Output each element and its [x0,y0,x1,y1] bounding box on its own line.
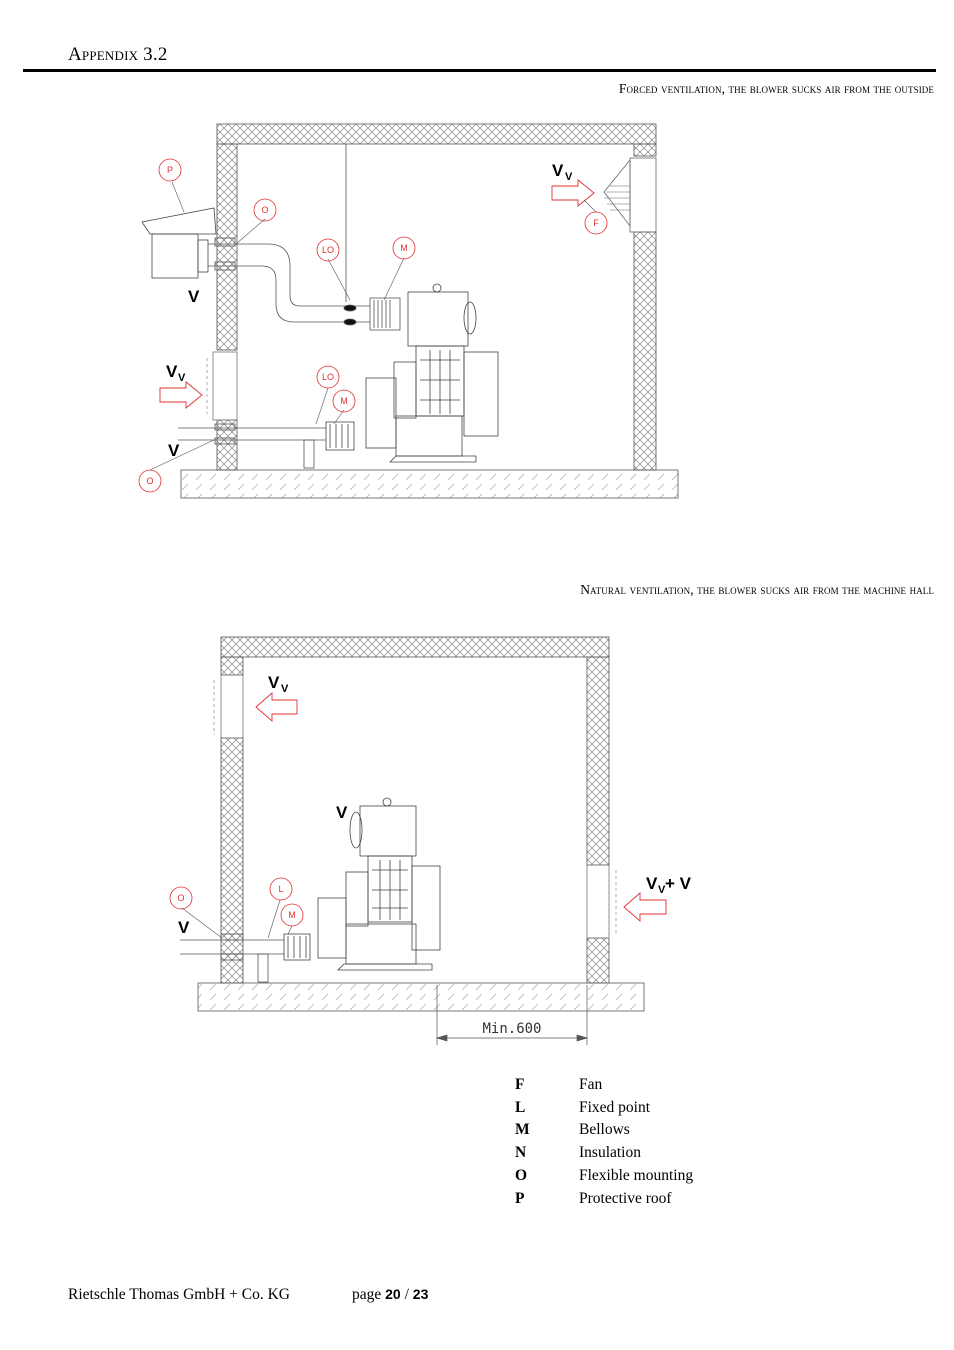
legend-value: Insulation [579,1144,641,1162]
legend-key: P [515,1189,525,1207]
label-vv-top-sub: V [565,171,573,183]
label-vv-top: V [268,673,280,692]
header-rule [23,69,936,72]
legend-row: M Bellows [515,1119,693,1142]
page-current: 20 [385,1286,401,1302]
intake-pipe [208,144,401,331]
figure1-caption: Forced ventilation, the blower sucks air… [618,81,934,96]
tag-m: M [288,910,296,920]
building-walls [180,123,679,499]
legend-row: F Fan [515,1074,693,1097]
figure2-caption: Natural ventilation, the blower sucks ai… [580,582,934,597]
legend-row: L Fixed point [515,1097,693,1120]
leader-lines [149,181,597,471]
dimension-label: Min.600 [482,1021,541,1037]
label-vv-left: V [166,362,178,381]
label-vv-right: V [646,874,658,893]
label-v-mid: V [336,803,348,822]
legend-key: M [515,1121,530,1139]
tag-lo-bottom: LO [322,372,334,382]
label-v-bottom: V [168,441,180,460]
legend-value: Protective roof [579,1189,672,1207]
legend-key: O [515,1166,528,1184]
tag-circles [138,158,608,493]
legend-key: F [515,1076,525,1093]
footer-company: Rietschle Thomas GmbH + Co. KG [68,1286,290,1303]
label-vv-right-sub: V [658,884,666,896]
label-v-left: V [178,918,190,937]
label-vv-right-plus: + V [665,874,692,893]
page-separator: / [400,1286,413,1303]
legend: F Fan L Fixed point M Bellows N Insulation O… [515,1074,693,1210]
fan-unit [603,157,657,233]
legend-value: Fan [579,1076,603,1093]
legend-row: N Insulation [515,1142,693,1165]
dimension-line [435,985,589,1045]
label-vv-top: V [552,161,564,180]
leader-lines [181,899,293,939]
tag-l: L [278,884,283,894]
label-vv-left-sub: V [178,372,186,384]
legend-value: Flexible mounting [579,1166,694,1184]
figure1-drawing: P O LO M F LO M O V V V V V V [138,123,679,499]
label-vv-top-sub: V [281,683,289,695]
figure2-drawing: Min.600 O L M V V V V V + V V [169,636,692,1045]
legend-key: L [515,1098,526,1116]
outlet-pipe [178,423,326,469]
tag-o-bottom: O [146,476,153,486]
blower-unit [283,855,441,971]
blower-unit [325,345,499,463]
page-label: page [352,1286,386,1303]
building-walls [197,636,645,1012]
page-total: 23 [412,1286,429,1302]
legend-value: Fixed point [579,1098,651,1116]
airflow-arrows [159,179,595,409]
legend-row: O Flexible mounting [515,1165,693,1188]
label-v-duct: V [188,287,200,306]
tag-p: P [167,165,173,175]
tag-f: F [593,218,599,228]
airflow-arrows [255,692,667,922]
legend-row: P Protective roof [515,1188,693,1211]
tag-m-top: M [400,243,408,253]
legend-value: Bellows [579,1121,630,1139]
tag-m-bottom: M [340,396,348,406]
legend-key: N [515,1144,527,1162]
footer-page-number: page 20 / 23 [352,1286,428,1304]
tag-o: O [177,893,184,903]
protective-roof [141,207,217,279]
tag-circles [169,877,304,927]
tag-lo-top: LO [322,245,334,255]
tag-o-top: O [261,205,268,215]
page-header-title: Appendix 3.2 [68,44,168,65]
suction-silencer [349,797,417,857]
inlet-opening [206,351,238,421]
